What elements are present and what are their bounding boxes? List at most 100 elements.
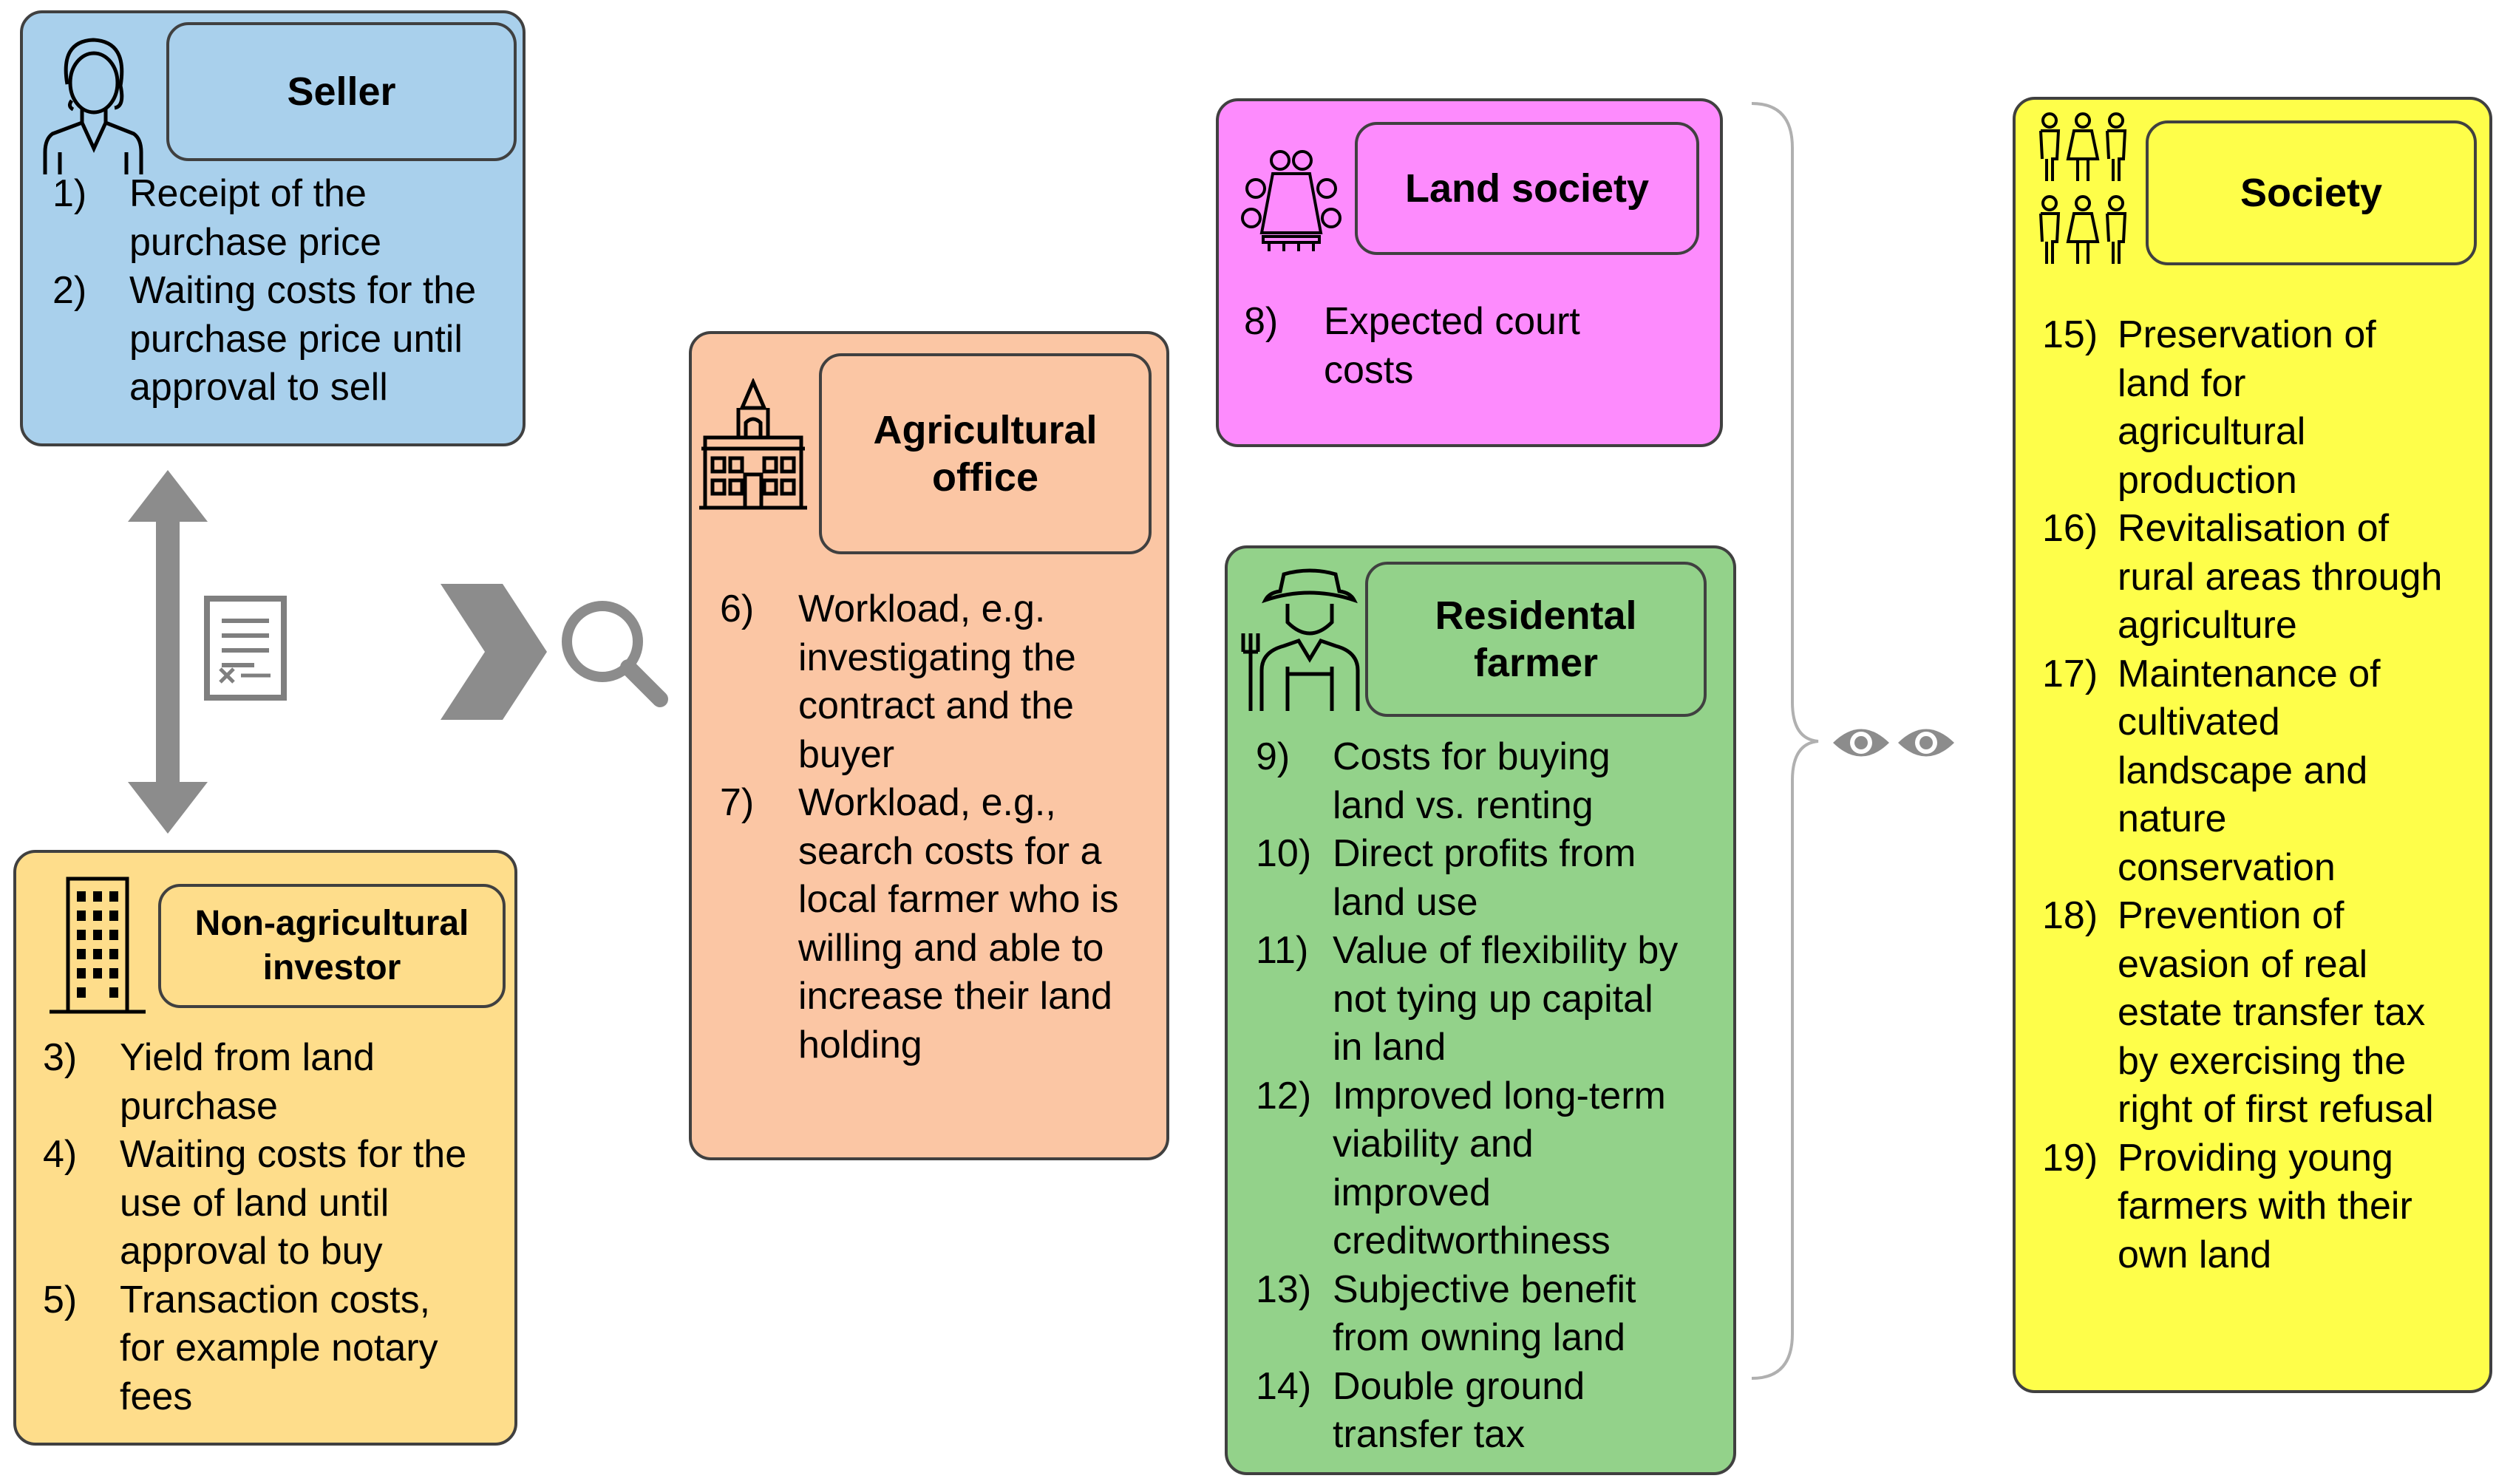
item-line: costs (1324, 348, 1414, 392)
item-number: 15) (2042, 313, 2098, 356)
list-item: 18) Prevention of evasion of real estate… (2042, 892, 2493, 1134)
society-card: Society 15) Preservation of land for agr… (2013, 97, 2492, 1393)
item-number: 6) (720, 588, 755, 630)
item-line: land use (1333, 880, 1478, 924)
seller-title: Seller (287, 69, 396, 114)
item-line: agriculture (2118, 604, 2297, 647)
item-line: contract and the (798, 684, 1074, 727)
land-society-title-box: Land society (1355, 122, 1699, 255)
investor-list: 3) Yield from land purchase 4) Waiting c… (43, 1034, 516, 1421)
list-item: 4) Waiting costs for the use of land unt… (43, 1131, 516, 1276)
society-list: 15) Preservation of land for agricultura… (2042, 311, 2493, 1279)
item-line: buyer (798, 732, 895, 776)
list-item: 16) Revitalisation of rural areas throug… (2042, 505, 2493, 650)
item-line: Double ground (1333, 1364, 1585, 1408)
item-line: purchase (120, 1084, 278, 1128)
land-society-title: Land society (1404, 166, 1650, 211)
people-group-icon (2039, 112, 2127, 264)
item-line: Workload, e.g., (798, 781, 1056, 824)
office-list: 6) Workload, e.g. investigating the cont… (720, 585, 1163, 1069)
list-item: 13) Subjective benefit from owning land (1256, 1266, 1736, 1363)
item-line: viability and (1333, 1123, 1534, 1165)
list-item: 7) Workload, e.g., search costs for a lo… (720, 779, 1163, 1069)
item-line: Yield from land (120, 1036, 375, 1079)
investor-title-line: Non-agricultural (194, 904, 469, 943)
item-number: 19) (2042, 1136, 2098, 1180)
meeting-table-icon (1241, 150, 1341, 251)
item-number: 14) (1256, 1364, 1312, 1408)
list-item: 17) Maintenance of cultivated landscape … (2042, 650, 2493, 893)
item-line: holding (798, 1023, 922, 1066)
list-item: 5) Transaction costs, for example notary… (43, 1276, 516, 1422)
item-number: 8) (1244, 300, 1279, 343)
item-line: land vs. renting (1333, 783, 1594, 827)
eyes-icon (1833, 729, 1954, 757)
item-line: for example notary (120, 1327, 438, 1369)
item-line: farmers with their (2118, 1185, 2412, 1228)
item-number: 11) (1256, 929, 1309, 972)
item-line: transfer tax (1333, 1413, 1526, 1456)
investor-title-box: Non-agricultural investor (158, 884, 506, 1008)
office-title-line: Agricultural (873, 408, 1098, 452)
item-line: increase their land (798, 975, 1112, 1018)
item-line: fees (120, 1375, 193, 1418)
seller-list: 1) Receipt of the purchase price 2) Wait… (52, 170, 526, 412)
item-number: 2) (52, 269, 87, 312)
item-line: Costs for buying (1333, 735, 1611, 778)
item-line: Waiting costs for the (129, 269, 477, 312)
item-line: Revitalisation of (2118, 507, 2390, 550)
curly-brace (1751, 102, 1819, 1380)
item-number: 10) (1256, 832, 1312, 875)
item-line: Prevention of (2118, 894, 2344, 937)
residental-farmer-title-box: Residental farmer (1365, 562, 1707, 717)
item-number: 13) (1256, 1267, 1312, 1311)
item-line: willing and able to (798, 926, 1104, 970)
item-line: land for (2118, 361, 2246, 405)
list-item: 15) Preservation of land for agricultura… (2042, 311, 2493, 505)
farmer-title-line: Residental (1435, 593, 1637, 638)
item-line: rural areas through (2118, 555, 2443, 599)
item-line: Providing young (2118, 1136, 2393, 1180)
item-number: 7) (720, 781, 755, 824)
list-item: 1) Receipt of the purchase price (52, 170, 526, 267)
businesswoman-icon (43, 38, 143, 174)
item-line: cultivated (2118, 701, 2280, 743)
double-arrow (128, 470, 208, 834)
item-line: use of land until (120, 1181, 390, 1225)
office-building-icon (50, 877, 146, 1014)
land-society-list: 8) Expected court costs (1244, 298, 1702, 395)
item-line: Expected court (1324, 300, 1580, 343)
item-line: improved (1333, 1171, 1491, 1214)
society-title-box: Society (2146, 120, 2477, 265)
item-line: production (2118, 458, 2297, 502)
list-item: 14) Double ground transfer tax (1256, 1363, 1736, 1460)
item-number: 12) (1256, 1074, 1312, 1117)
item-line: in land (1333, 1026, 1446, 1069)
item-line: Subjective benefit (1333, 1267, 1636, 1311)
list-item: 11) Value of flexibility by not tying up… (1256, 927, 1736, 1072)
residental-farmer-card: Residental farmer 9) Costs for buying la… (1225, 545, 1736, 1475)
item-number: 18) (2042, 894, 2098, 937)
investor-title-line: investor (262, 948, 401, 987)
item-number: 1) (52, 172, 87, 215)
item-line: local farmer who is (798, 878, 1119, 921)
item-number: 17) (2042, 652, 2098, 695)
agricultural-office-title-box: Agricultural office (819, 353, 1152, 554)
list-item: 6) Workload, e.g. investigating the cont… (720, 585, 1163, 779)
item-number: 9) (1256, 735, 1290, 778)
investor-card: Non-agricultural investor 3) Yield from … (13, 850, 517, 1446)
list-item: 3) Yield from land purchase (43, 1034, 516, 1131)
office-title-line: office (931, 455, 1038, 500)
item-line: landscape and (2118, 749, 2368, 792)
item-line: not tying up capital (1333, 977, 1653, 1021)
item-line: Workload, e.g. (798, 588, 1046, 630)
item-line: nature (2118, 797, 2227, 840)
farmer-list: 9) Costs for buying land vs. renting 10)… (1256, 733, 1736, 1460)
item-line: from owning land (1333, 1316, 1625, 1359)
document-contract-icon (204, 596, 287, 701)
item-line: right of first refusal (2118, 1088, 2434, 1131)
item-line: purchase price (129, 220, 382, 264)
item-line: evasion of real (2118, 942, 2368, 986)
farmer-title-line: farmer (1473, 641, 1599, 685)
